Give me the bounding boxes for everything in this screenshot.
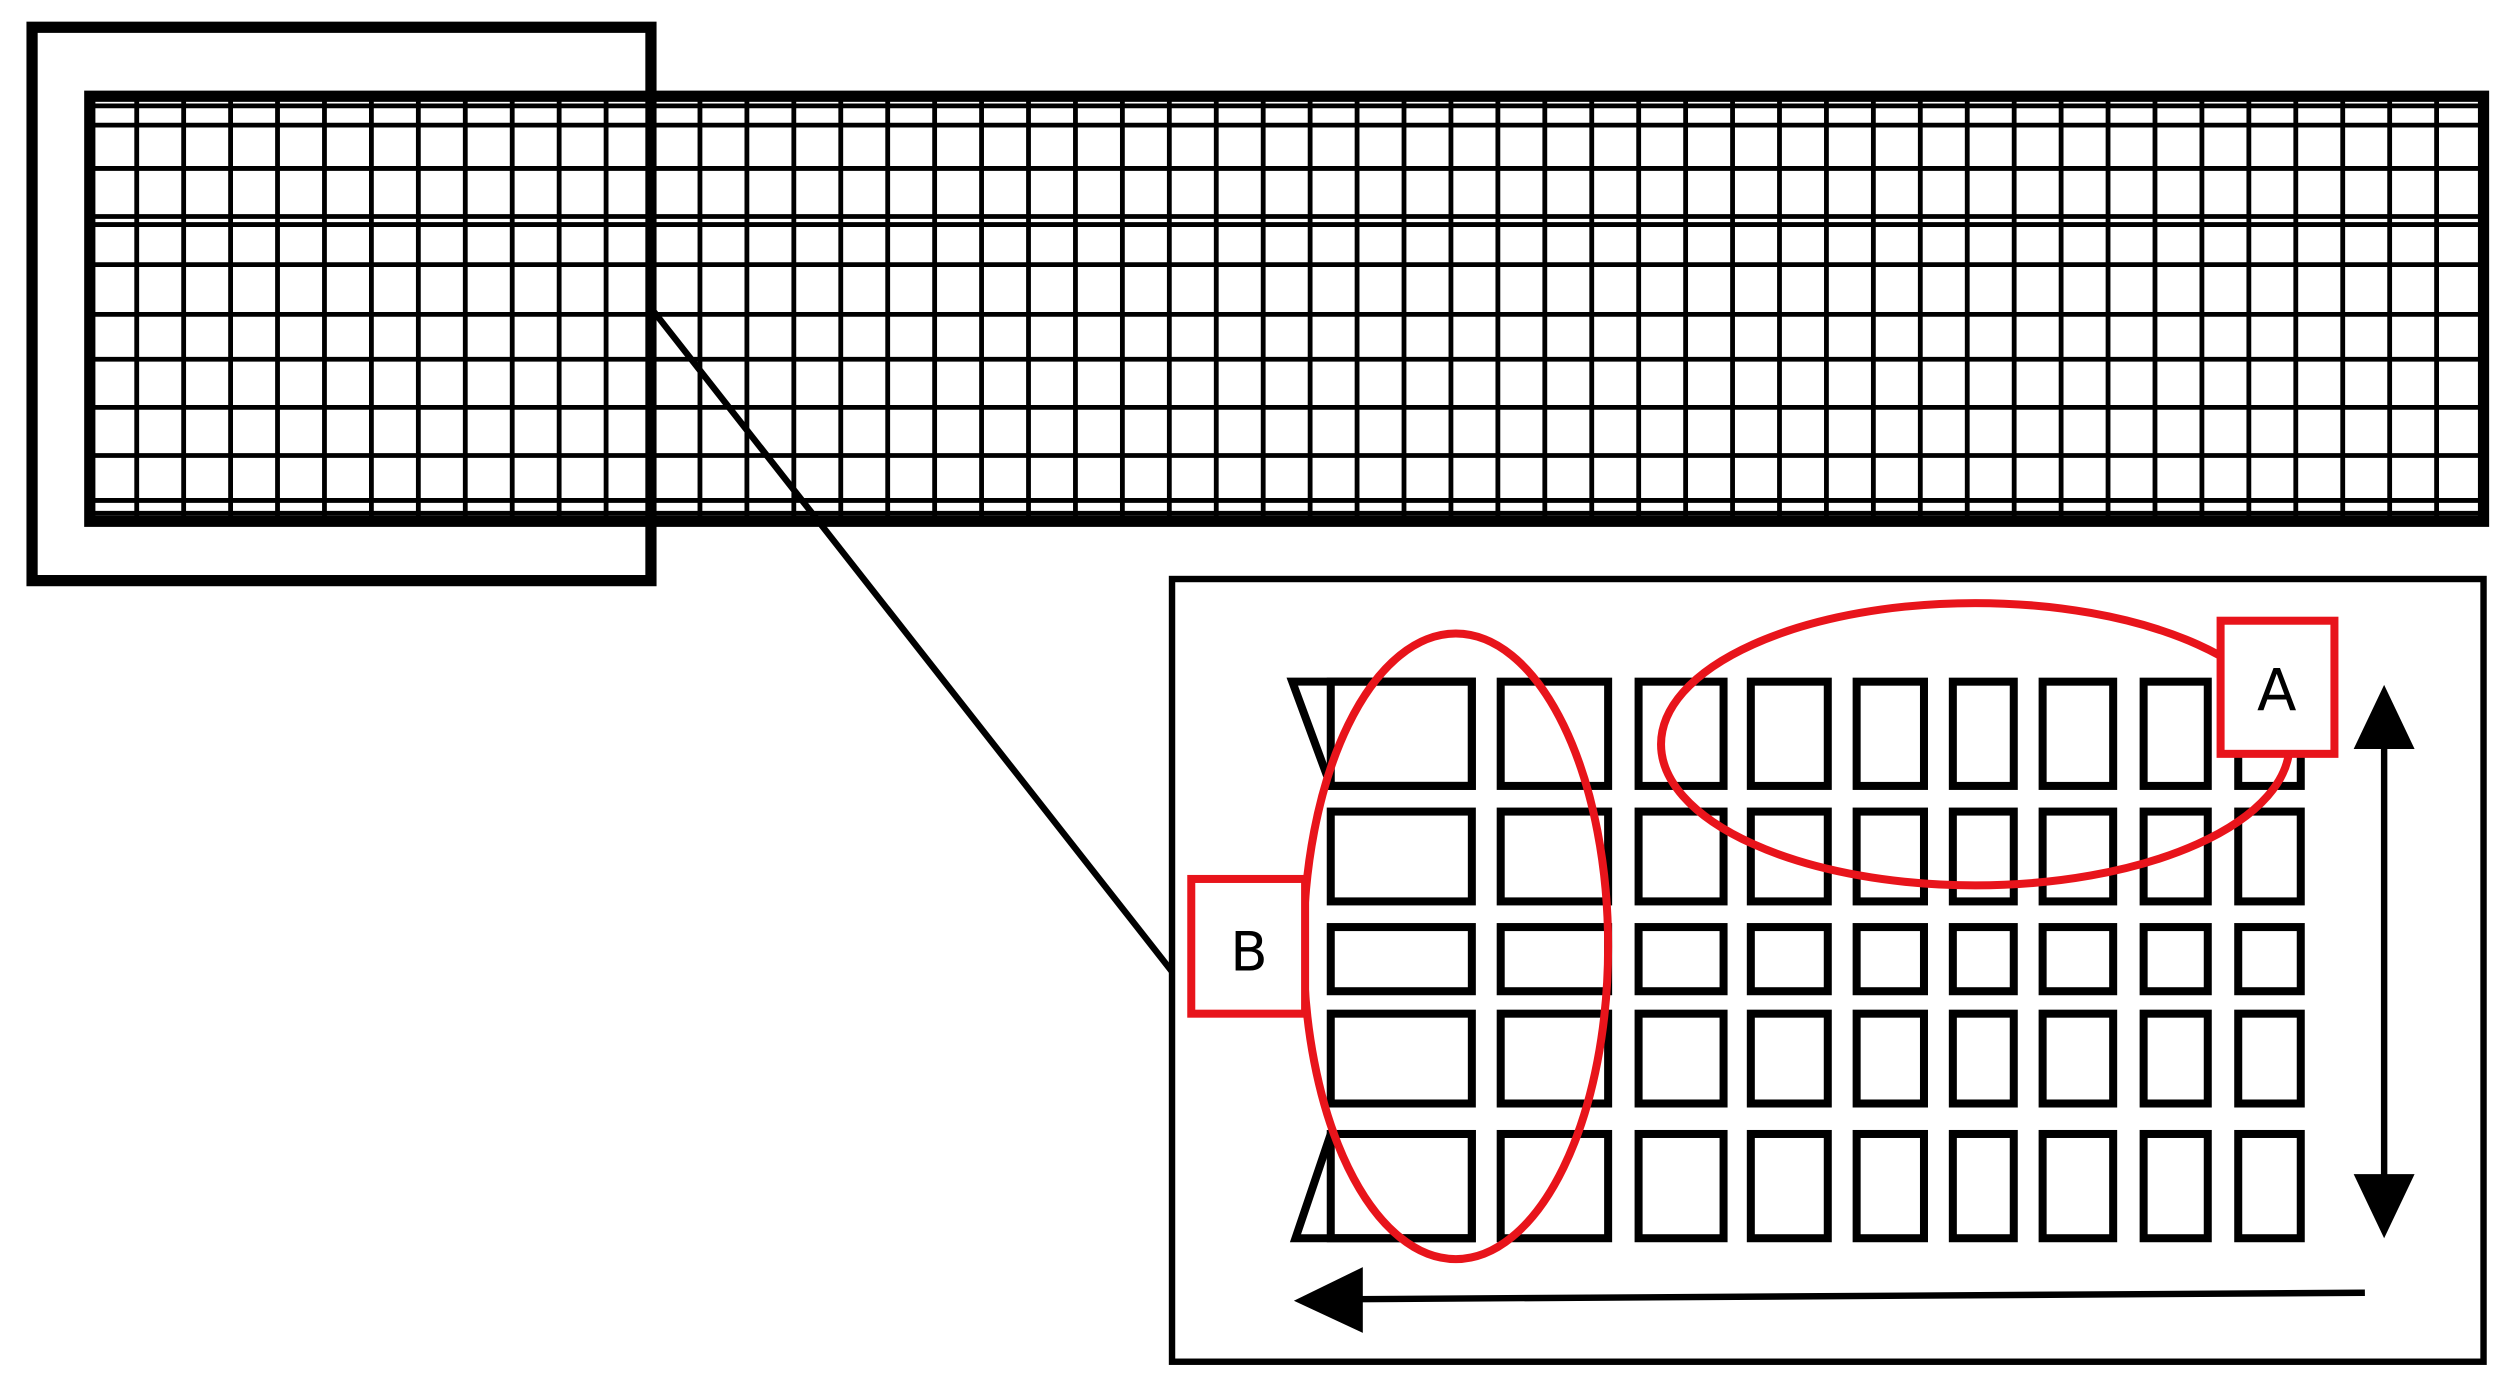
- detail-cell: [1746, 677, 1832, 790]
- detail-cell: [1326, 1009, 1476, 1108]
- grid-strip: [84, 90, 2490, 527]
- zoom-selection-frame: [26, 21, 657, 587]
- label-a-box: [2216, 616, 2339, 758]
- detail-cell: [1634, 677, 1728, 790]
- detail-cell: [2038, 923, 2118, 996]
- detail-cell: [2139, 1129, 2212, 1243]
- detail-cell: [1746, 1129, 1832, 1243]
- detail-cell: [1948, 923, 2018, 996]
- detail-cell: [1852, 677, 1928, 790]
- detail-cell: [1326, 807, 1476, 906]
- detail-cell: [1496, 1009, 1613, 1108]
- detail-cell: [2139, 677, 2212, 790]
- detail-cell: [2139, 1009, 2212, 1108]
- grid-strip-border: [84, 90, 2490, 527]
- detail-cell: [1634, 807, 1728, 906]
- detail-cell: [1496, 677, 1613, 790]
- detail-tapered-cell: [1289, 1129, 1476, 1243]
- detail-cell: [1746, 923, 1832, 996]
- detail-cell: [1948, 807, 2018, 906]
- detail-cell: [2234, 923, 2305, 996]
- detail-cell: [2234, 1129, 2305, 1243]
- detail-cell: [2139, 807, 2212, 906]
- detail-cell: [2038, 807, 2118, 906]
- detail-cell: [1948, 1009, 2018, 1108]
- detail-cell: [1746, 807, 1832, 906]
- detail-cell: [2234, 1009, 2305, 1108]
- detail-cell: [2139, 923, 2212, 996]
- detail-cell: [1634, 923, 1728, 996]
- detail-cell: [1496, 1129, 1613, 1243]
- detail-cell: [1948, 677, 2018, 790]
- detail-cell: [2038, 677, 2118, 790]
- detail-cell: [1634, 1009, 1728, 1108]
- detail-cell: [1948, 1129, 2018, 1243]
- vertical-double-arrow: [2353, 684, 2415, 1239]
- detail-tapered-cell: [1286, 677, 1476, 790]
- detail-cell: [1634, 1129, 1728, 1243]
- label-b: B: [1230, 919, 1267, 983]
- detail-cell: [1852, 923, 1928, 996]
- label-a: A: [2257, 657, 2296, 725]
- detail-cell: [1496, 807, 1613, 906]
- detail-cell: [1852, 807, 1928, 906]
- detail-cell: [2038, 1129, 2118, 1243]
- detail-cell: [1746, 1009, 1832, 1108]
- detail-cell: [1852, 1129, 1928, 1243]
- detail-cell: [1852, 1009, 1928, 1108]
- detail-cell: [2234, 807, 2305, 906]
- label-b-box: [1187, 874, 1310, 1018]
- detail-cell: [1326, 923, 1476, 996]
- zoom-leader-line: [648, 305, 1177, 976]
- left-arrow: [1293, 1267, 2365, 1333]
- detail-cell: [2038, 1009, 2118, 1108]
